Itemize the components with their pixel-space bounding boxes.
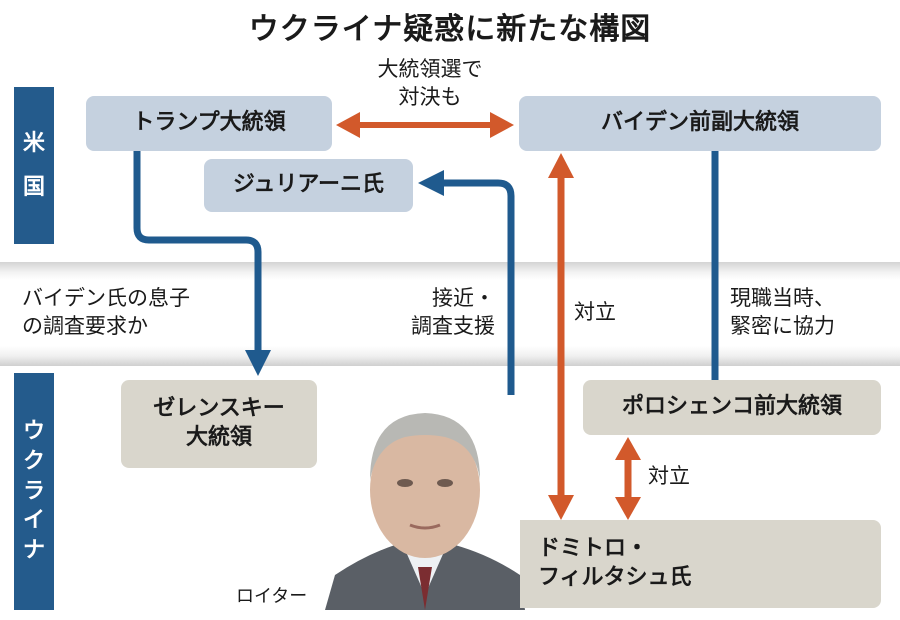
region-label-ukraine-char: ク	[22, 448, 45, 474]
node-trump-label: トランプ大統領	[132, 110, 286, 136]
probe-request-arrow	[133, 150, 271, 376]
edge-label-line: 接近・	[432, 286, 495, 310]
node-biden-label: バイデン前副大統領	[600, 110, 799, 136]
conflict-biden-arrow	[548, 153, 574, 520]
region-label-us: 米 国	[14, 87, 54, 244]
node-giuliani: ジュリアーニ氏	[204, 159, 413, 212]
edge-label-cooperation: 現職当時、 緊密に協力	[730, 284, 835, 341]
node-firtash-label: ドミトロ・	[538, 536, 649, 562]
edge-label-line: 対決も	[398, 85, 462, 110]
edge-label-probe-request: バイデン氏の息子 の調査要求か	[22, 284, 190, 341]
edge-label-line: 調査支援	[411, 314, 495, 339]
region-label-ukraine-char: ウ	[22, 419, 45, 445]
node-zelensky: ゼレンスキー 大統領	[121, 380, 317, 468]
approach-arrow	[418, 170, 515, 520]
region-label-ukraine-char: イ	[22, 508, 45, 534]
region-label-ukraine-char: ラ	[22, 478, 45, 504]
node-poroshenko-label: ポロシェンコ前大統領	[621, 394, 842, 420]
region-label-us-char: 米	[22, 130, 45, 156]
diagram-title: ウクライナ疑惑に新たな構図	[248, 12, 652, 47]
edge-label-line: の調査要求か	[22, 314, 148, 339]
node-zelensky-label: 大統領	[185, 425, 252, 450]
firtash-photo	[325, 395, 525, 610]
edge-label-line: バイデン氏の息子	[22, 286, 190, 310]
node-poroshenko: ポロシェンコ前大統領	[583, 380, 881, 435]
node-firtash: ドミトロ・ フィルタシュ氏	[520, 520, 881, 608]
edge-label-line: 緊密に協力	[730, 314, 835, 339]
edge-label-conflict-biden: 対立	[574, 300, 616, 324]
edge-label-election: 大統領選で 対決も	[355, 55, 505, 112]
node-firtash-label: フィルタシュ氏	[538, 565, 692, 590]
region-label-ukraine-char: ナ	[22, 538, 45, 564]
edge-label-conflict-poroshenko: 対立	[648, 464, 690, 488]
edge-label-approach: 接近・ 調査支援	[380, 284, 495, 341]
border-band	[0, 262, 900, 366]
election-arrow	[336, 112, 514, 138]
region-label-ukraine: ウ ク ラ イ ナ	[14, 373, 54, 610]
node-biden: バイデン前副大統領	[519, 96, 881, 151]
node-trump: トランプ大統領	[86, 96, 332, 151]
photo-credit: ロイター	[236, 586, 308, 607]
region-label-us-char: 国	[22, 174, 45, 200]
conflict-poroshenko-arrow	[615, 437, 641, 520]
node-giuliani-label: ジュリアーニ氏	[232, 172, 385, 198]
node-zelensky-label: ゼレンスキー	[153, 396, 285, 422]
edge-label-line: 現職当時、	[730, 286, 835, 310]
edge-label-line: 大統領選で	[377, 57, 483, 81]
